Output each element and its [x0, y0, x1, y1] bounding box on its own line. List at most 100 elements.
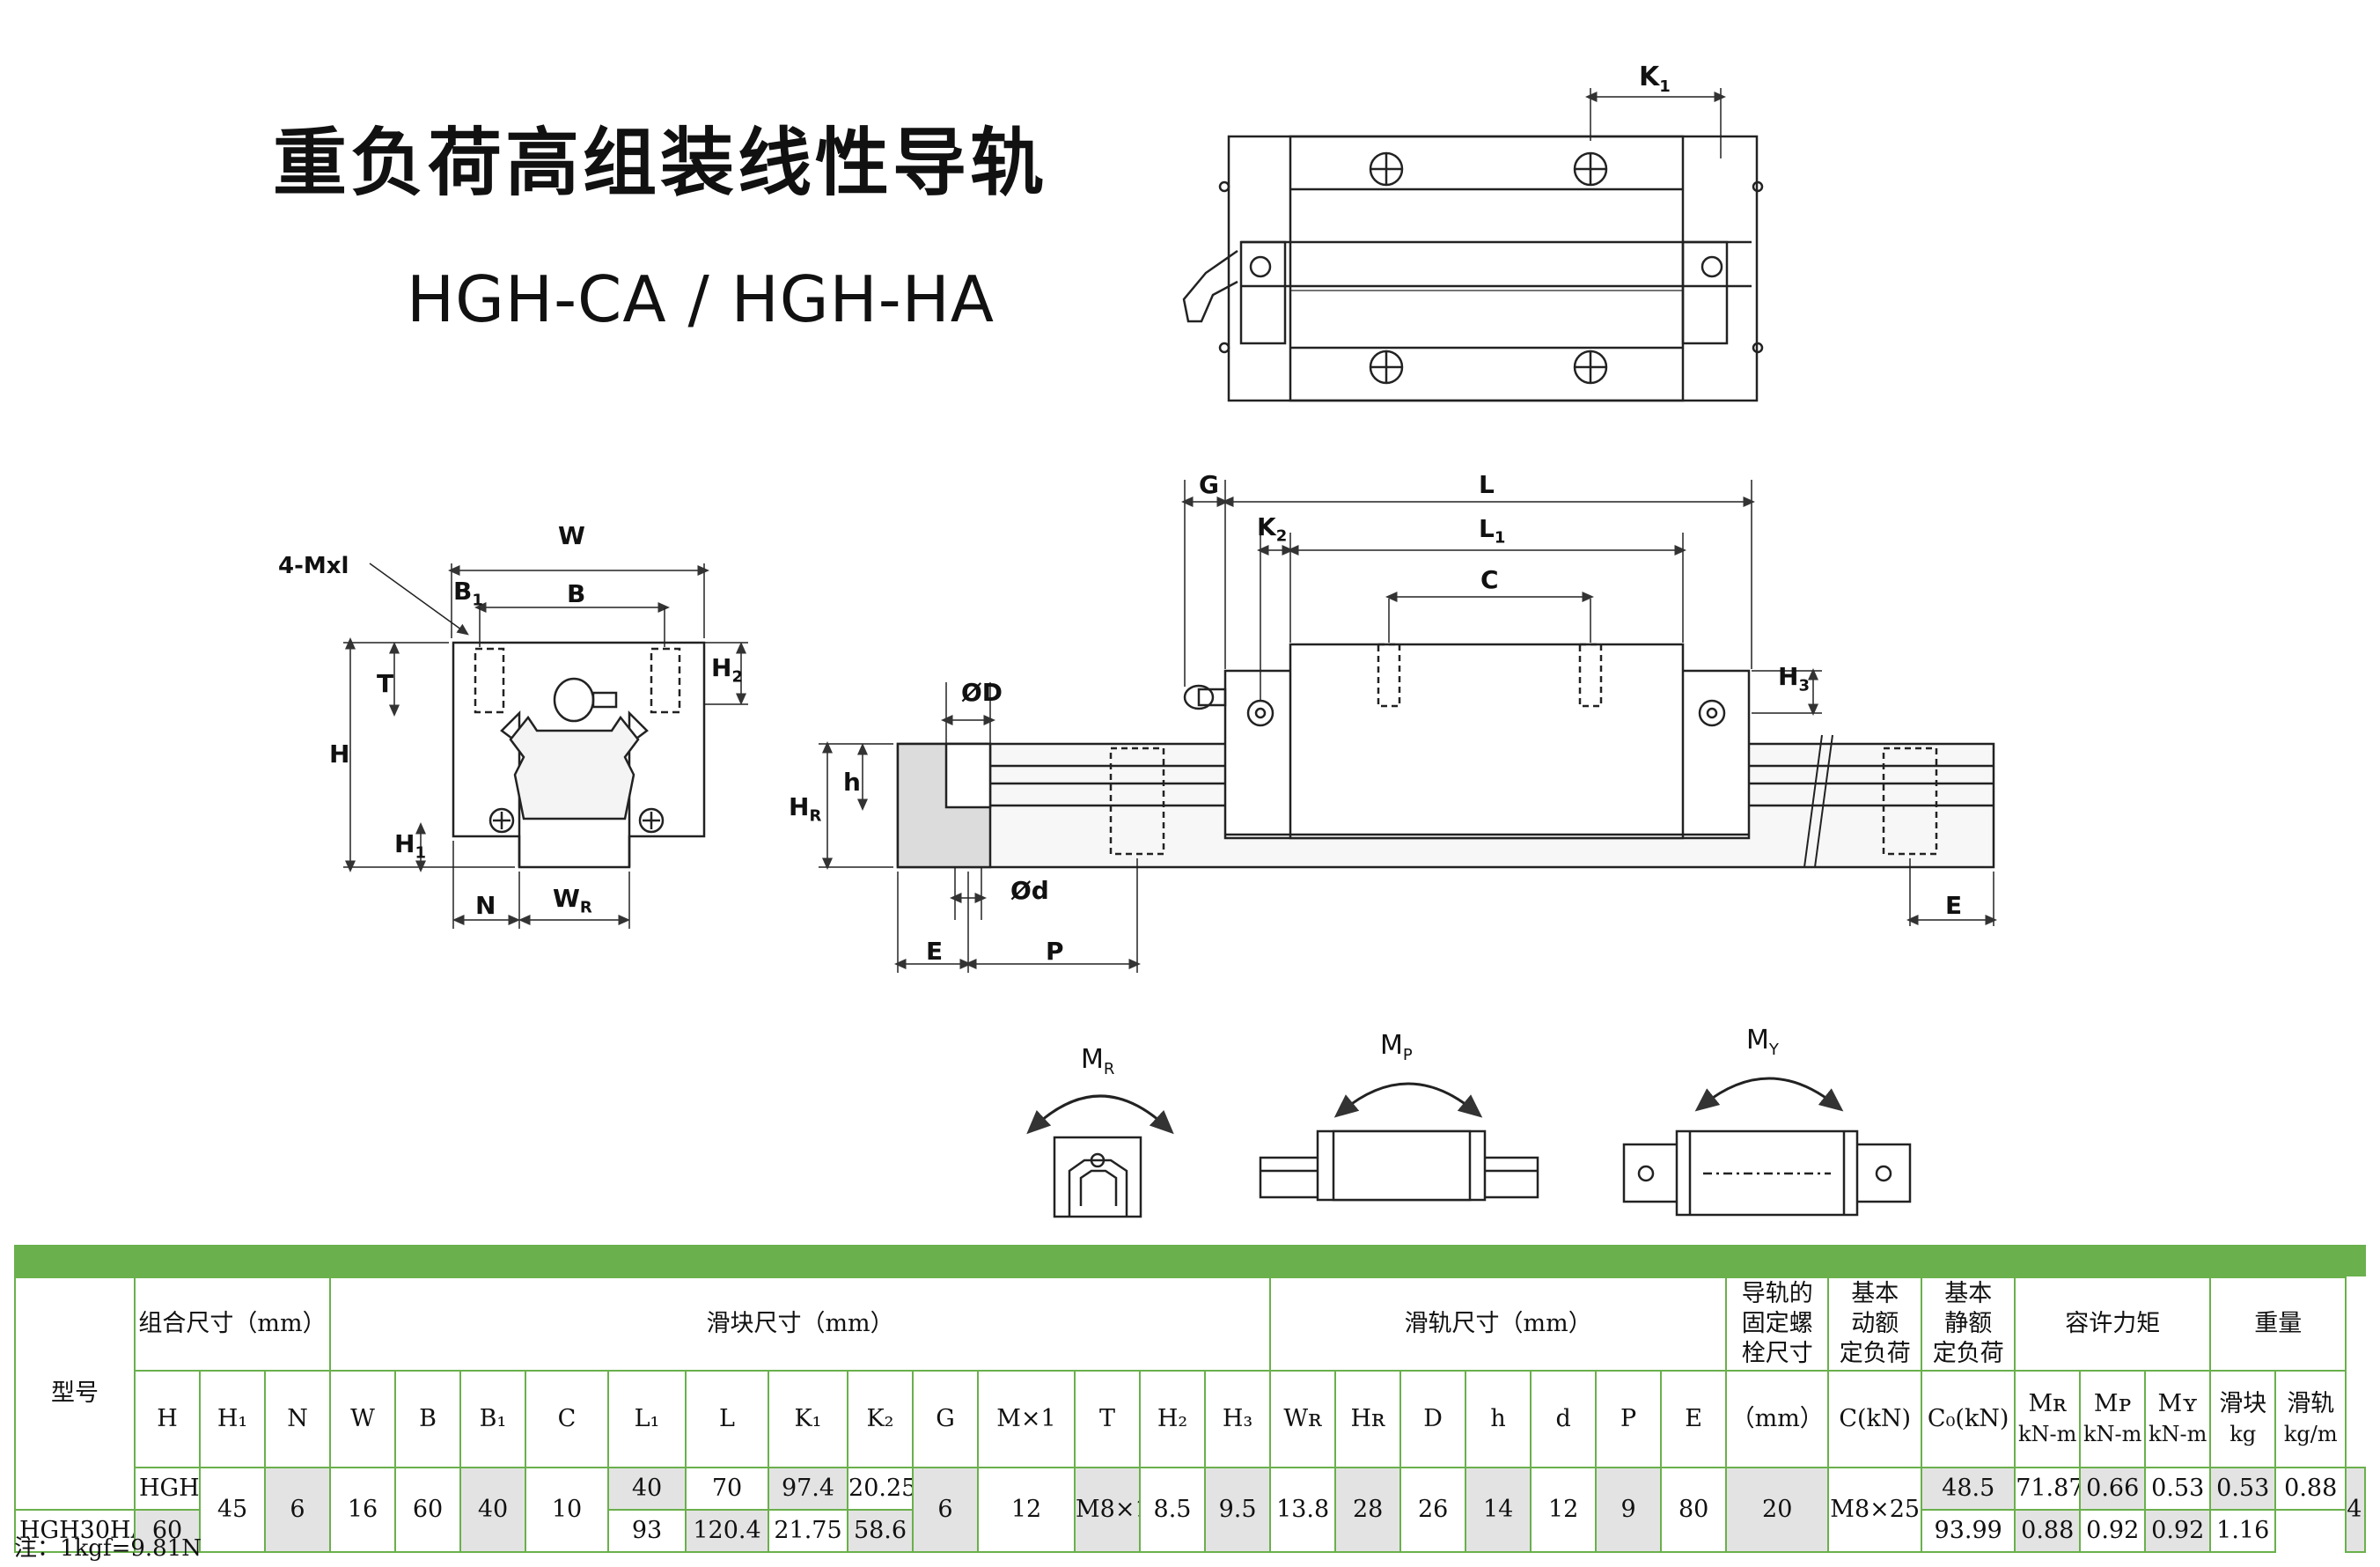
- col-t: T: [1074, 1370, 1142, 1468]
- cell-l: 97.4: [768, 1467, 849, 1511]
- col-p: P: [1595, 1370, 1663, 1468]
- label-b: B: [567, 579, 586, 608]
- col-n: N: [263, 1370, 332, 1468]
- cell-n: 16: [329, 1467, 397, 1553]
- cell-w: 60: [394, 1467, 462, 1553]
- cell-my: 0.53: [2209, 1467, 2277, 1511]
- label-h: H: [329, 739, 350, 769]
- cell-d-small: 9: [1595, 1467, 1663, 1553]
- col-h3: H₃: [1204, 1370, 1272, 1468]
- cell-bolt: M8×25: [1827, 1467, 1923, 1553]
- cell-c: 60: [134, 1509, 201, 1553]
- side-view-drawing: [819, 480, 1997, 973]
- col-c: C: [525, 1370, 610, 1468]
- label-d-small: Ød: [1010, 876, 1049, 905]
- cell-c0-kn: 93.99: [1921, 1509, 2016, 1553]
- moment-diagram-mr: [1026, 1094, 1174, 1218]
- cell-h1: 6: [263, 1467, 332, 1553]
- label-e-right: E: [1945, 891, 1963, 920]
- label-hr: HR: [789, 792, 822, 826]
- dynamic-load-header: 基本动额定负荷: [1827, 1276, 1923, 1372]
- spec-table: 型号 组合尺寸（mm） 滑块尺寸（mm） 滑轨尺寸（mm） 导轨的固定螺栓尺寸 …: [14, 1276, 2366, 1553]
- col-c0-kn: C₀(kN): [1921, 1370, 2016, 1468]
- col-b1: B₁: [459, 1370, 527, 1468]
- col-bolt-unit: （mm）: [1725, 1370, 1830, 1468]
- spec-table-area: 型号 组合尺寸（mm） 滑块尺寸（mm） 滑轨尺寸（mm） 导轨的固定螺栓尺寸 …: [14, 1245, 2366, 1553]
- label-n: N: [475, 891, 496, 920]
- label-h3: H3: [1778, 662, 1810, 695]
- cell-h-small: 12: [1530, 1467, 1598, 1553]
- cell-e: 20: [1725, 1467, 1830, 1553]
- col-b: B: [394, 1370, 462, 1468]
- col-w: W: [329, 1370, 397, 1468]
- col-c-kn: C(kN): [1827, 1370, 1923, 1468]
- cell-rail-kgm: 4.47: [2345, 1467, 2366, 1553]
- label-od: ØD: [961, 678, 1003, 707]
- cell-my: 0.92: [2144, 1509, 2212, 1553]
- label-mr: MR: [1081, 1044, 1115, 1078]
- label-g: G: [1199, 470, 1219, 499]
- col-mxl: M×1: [977, 1370, 1076, 1468]
- cell-k1: 20.25: [847, 1467, 915, 1511]
- cell-b1: 10: [525, 1467, 610, 1553]
- col-hr: Hʀ: [1334, 1370, 1402, 1468]
- table-row: HGH30CA 45 6 16 60 40 10 40 70 97.4 20.2…: [15, 1467, 2366, 1553]
- cell-c0-kn: 71.87: [2014, 1467, 2082, 1511]
- col-d: D: [1399, 1370, 1467, 1468]
- label-b1: B1: [453, 577, 483, 610]
- label-h-small: h: [843, 768, 861, 797]
- table-row: HGH30HA 60 93 120.4 21.75 58.6 93.99 0.8…: [14, 1509, 2365, 1553]
- label-my: MY: [1746, 1025, 1779, 1059]
- label-mxl: 4-Mxl: [278, 553, 349, 579]
- row-model: HGH30HA: [14, 1509, 136, 1553]
- cross-section-drawing: [343, 563, 748, 929]
- group-assembly-header: 组合尺寸（mm）: [133, 1276, 332, 1372]
- col-h-small: h: [1465, 1370, 1532, 1468]
- moment-diagram-mp: [1259, 1082, 1539, 1202]
- document-title: 重负荷高组装线性导轨: [273, 120, 1048, 206]
- col-k2: K₂: [847, 1370, 915, 1468]
- col-wr: Wʀ: [1269, 1370, 1337, 1468]
- col-l1: L₁: [607, 1370, 687, 1468]
- label-h2: H2: [711, 653, 743, 687]
- cell-l: 120.4: [685, 1509, 770, 1553]
- cell-block-kg: 0.88: [2274, 1467, 2347, 1511]
- cell-hr: 26: [1399, 1467, 1467, 1553]
- cell-k1: 21.75: [768, 1509, 849, 1553]
- group-rail-header: 滑轨尺寸（mm）: [1269, 1276, 1728, 1372]
- top-view-drawing: [1182, 88, 1764, 402]
- table-header-bar: [14, 1245, 2366, 1276]
- cell-c: 40: [607, 1467, 687, 1511]
- col-g: G: [912, 1370, 980, 1468]
- footnote: 注：1kgf=9.81N: [14, 1535, 202, 1562]
- cell-block-kg: 1.16: [2209, 1509, 2277, 1553]
- label-k2: K2: [1257, 512, 1288, 546]
- label-c: C: [1480, 565, 1499, 594]
- cell-mp: 0.92: [2079, 1509, 2147, 1553]
- model-subtitle: HGH-CA / HGH-HA: [407, 262, 995, 336]
- label-h1: H1: [394, 829, 426, 863]
- label-wr: WR: [553, 884, 592, 917]
- label-p: P: [1046, 937, 1064, 966]
- label-t: T: [377, 669, 394, 698]
- technical-drawings: [343, 88, 1997, 1218]
- col-d-small: d: [1530, 1370, 1598, 1468]
- group-block-header: 滑块尺寸（mm）: [329, 1276, 1272, 1372]
- col-k1: K₁: [768, 1370, 849, 1468]
- cell-wr: 28: [1334, 1467, 1402, 1553]
- cell-mxl: M8×10: [1074, 1467, 1142, 1553]
- cell-mr: 0.66: [2079, 1467, 2147, 1511]
- cell-h2: 9.5: [1204, 1467, 1272, 1553]
- cell-mr: 0.88: [2014, 1509, 2082, 1553]
- weight-header: 重量: [2209, 1276, 2347, 1372]
- cell-g: 12: [977, 1467, 1076, 1553]
- label-k1: K1: [1639, 62, 1671, 96]
- cell-h: 45: [199, 1467, 266, 1553]
- moment-diagram-my: [1622, 1077, 1912, 1217]
- label-w: W: [558, 521, 585, 550]
